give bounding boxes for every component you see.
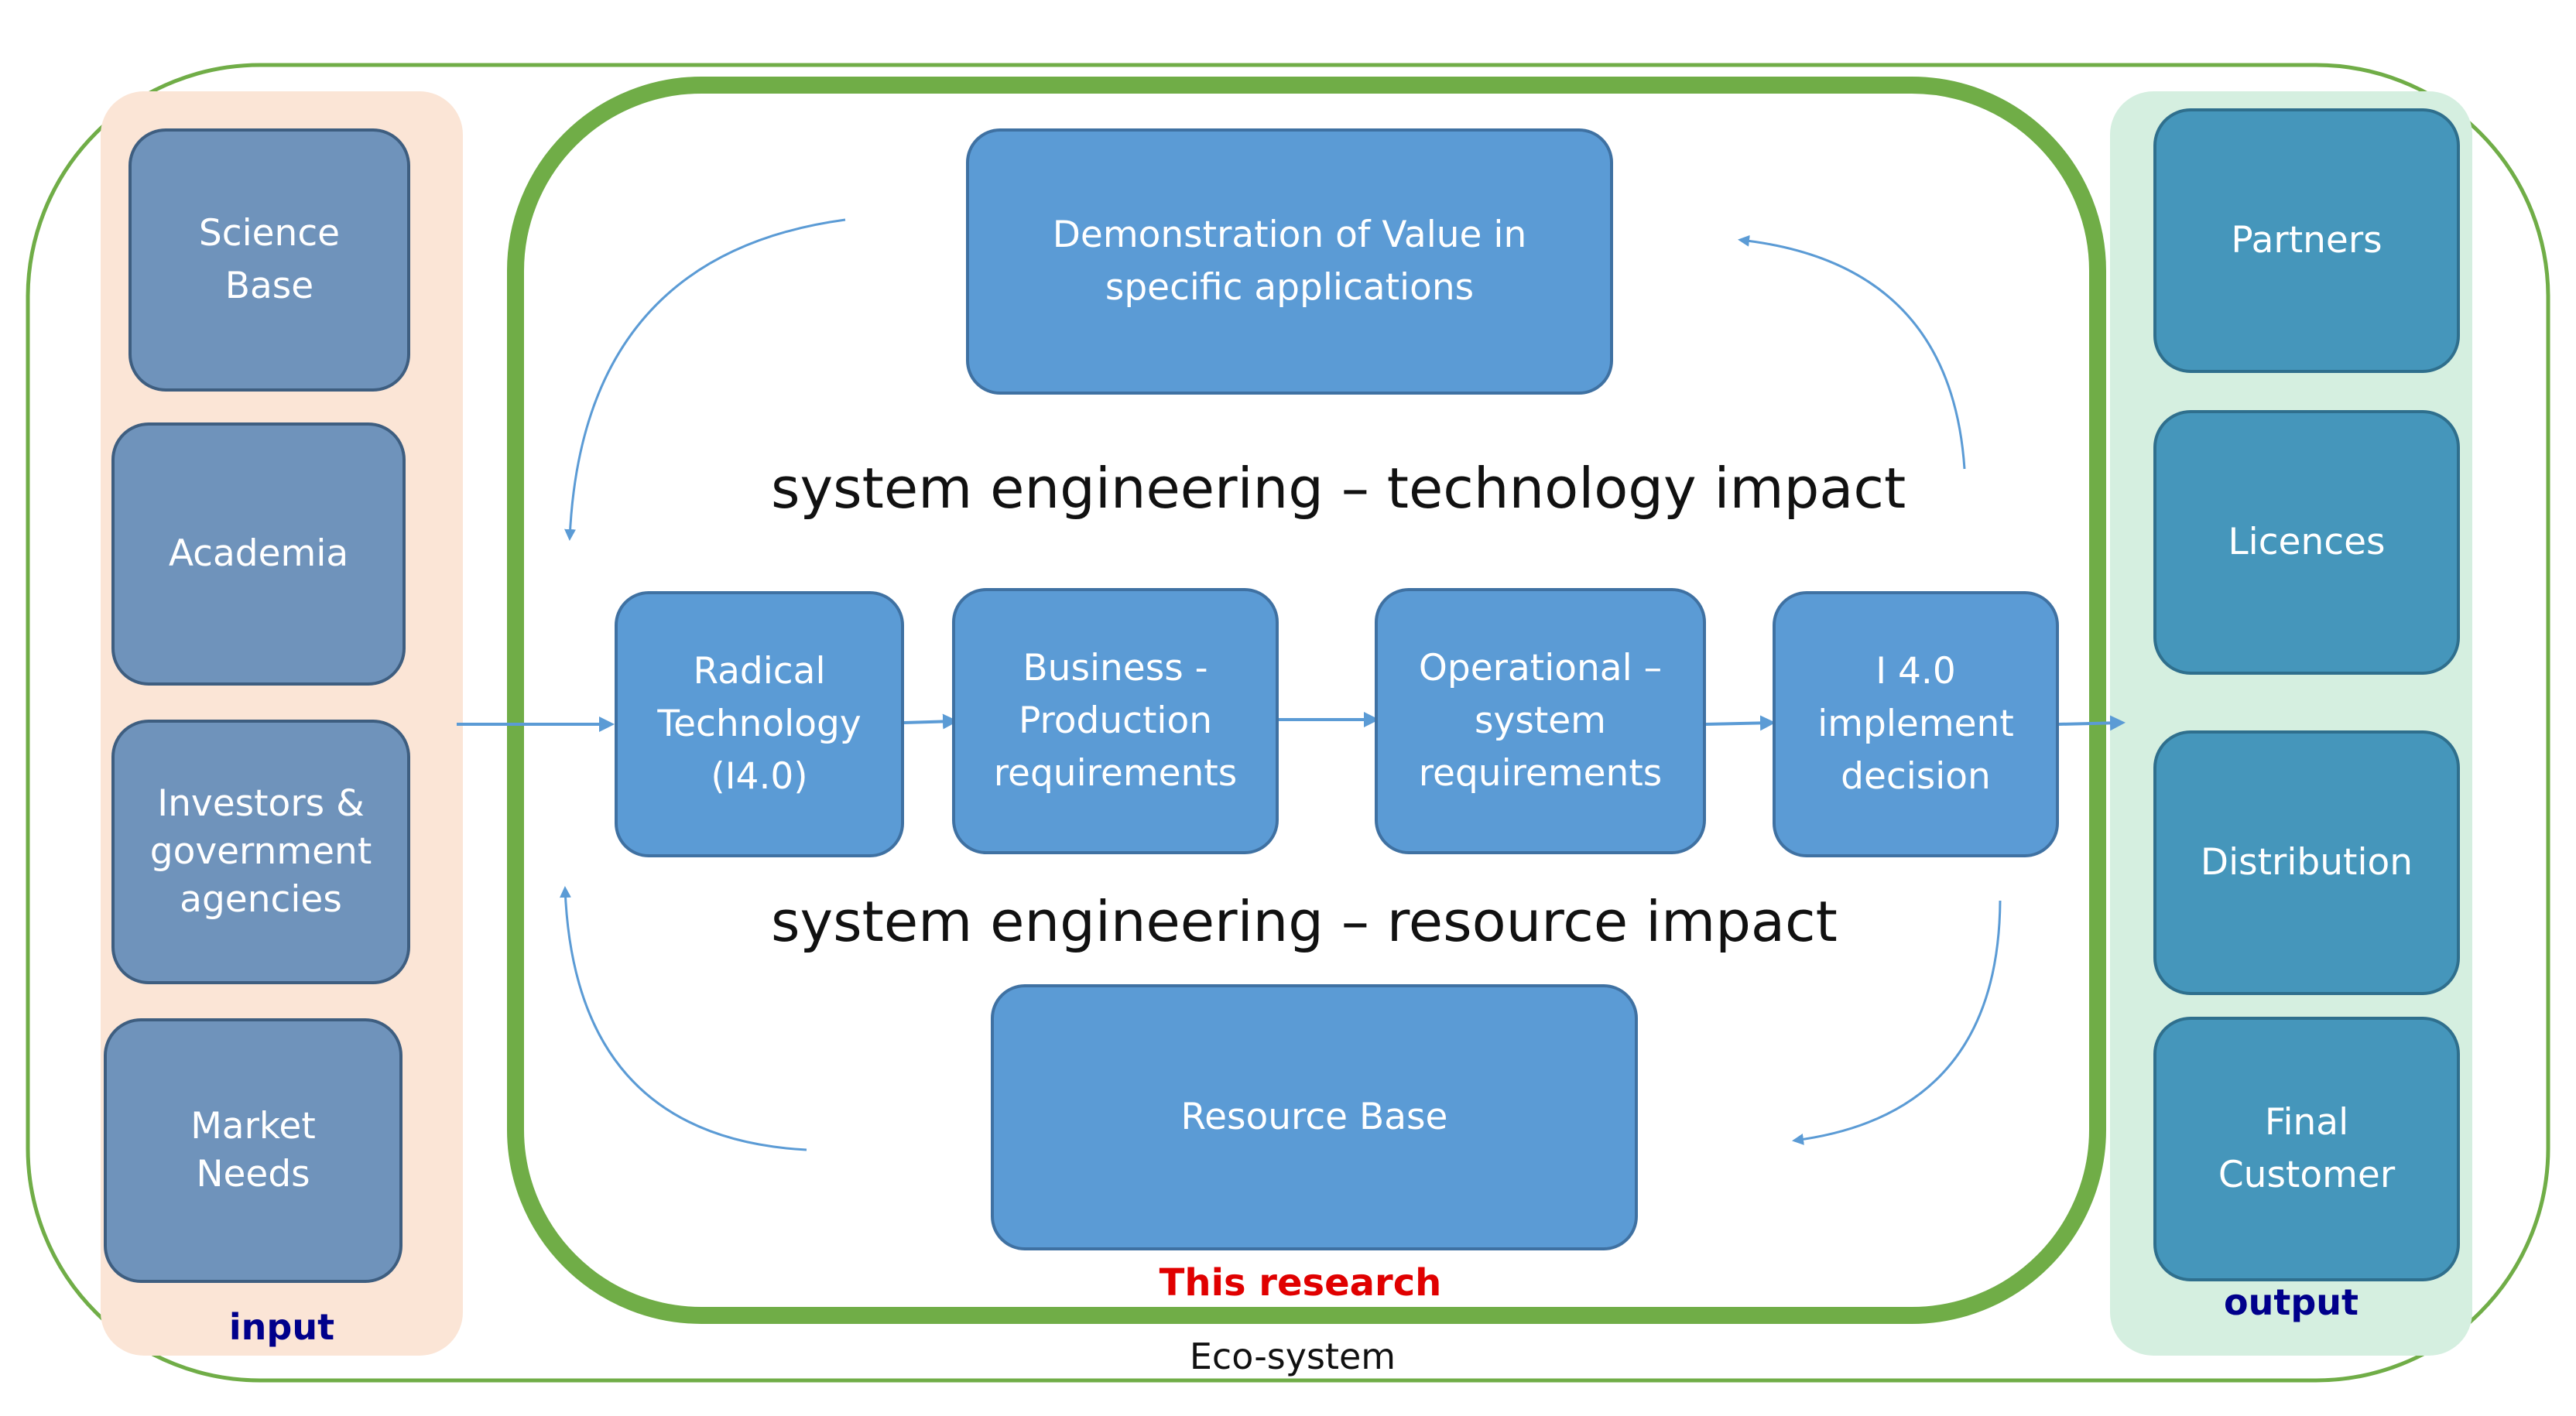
arrow-demonstration-to-radical [564, 218, 846, 541]
input-panel-label: input [228, 1306, 335, 1348]
process-box-business-requirements: Business - Production requirements [952, 588, 1279, 854]
process-box-operational-requirements: Operational – system requirements [1375, 588, 1706, 854]
input-box-science-base: Science Base [128, 128, 410, 392]
input-box-investors: Investors & government agencies [111, 720, 410, 984]
ecosystem-boundary [26, 63, 2550, 1383]
demonstration-of-value-box: Demonstration of Value in specific appli… [966, 128, 1613, 395]
output-box-final-customer: Final Customer [2153, 1017, 2460, 1281]
resource-base-box: Resource Base [991, 984, 1638, 1250]
arrow-i40-to-output [2058, 715, 2126, 731]
output-box-distribution: Distribution [2153, 730, 2460, 995]
process-box-radical-technology: Radical Technology (I4.0) [615, 591, 904, 857]
output-box-partners: Partners [2153, 108, 2460, 373]
arrow-i40-to-demonstration [1738, 234, 1966, 470]
technology-impact-label: system engineering – technology impact [771, 456, 1906, 521]
arrow-i40-to-resource [1792, 900, 2002, 1145]
input-box-academia: Academia [111, 422, 406, 686]
research-label: This research [1159, 1261, 1442, 1305]
output-box-licences: Licences [2153, 410, 2460, 675]
arrow-operational-to-i40 [1705, 715, 1776, 731]
process-box-implement-decision: I 4.0 implement decision [1773, 591, 2059, 857]
ecosystem-label: Eco-system [1189, 1336, 1396, 1377]
arrow-resource-to-radical [559, 886, 807, 1151]
arrow-radical-to-business [903, 713, 958, 730]
research-boundary [507, 77, 2106, 1324]
input-box-market-needs: Market Needs [104, 1018, 402, 1283]
output-panel-label: output [2223, 1281, 2358, 1323]
resource-impact-label: system engineering – resource impact [771, 889, 1838, 954]
